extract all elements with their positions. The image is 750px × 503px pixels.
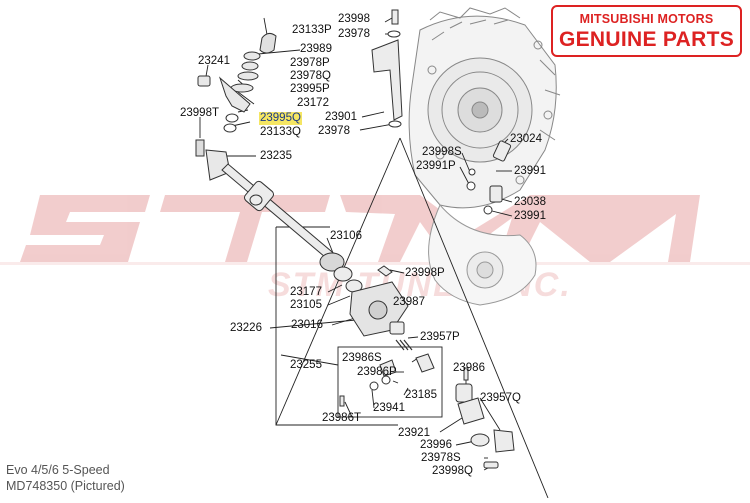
- stm-watermark: [0, 195, 750, 265]
- badge-title-line: GENUINE PARTS: [558, 28, 735, 51]
- part-label: 23986S: [342, 352, 382, 364]
- part-label: 23901: [325, 111, 357, 123]
- part-label: 23998Q: [432, 465, 473, 477]
- part-label: 23998: [338, 13, 370, 25]
- part-label: 23998T: [180, 107, 220, 119]
- part-label: 23016: [291, 319, 323, 331]
- part-label: 23995P: [290, 83, 330, 95]
- leader-lines: [199, 17, 549, 499]
- part-label: 23255: [290, 359, 322, 371]
- caption-model: Evo 4/5/6 5-Speed: [6, 463, 110, 477]
- part-label: 23989: [300, 43, 332, 55]
- backup-switch-parts: [466, 140, 512, 215]
- genuine-parts-badge: MITSUBISHI MOTORS GENUINE PARTS: [551, 5, 742, 57]
- part-label: 23921: [398, 427, 430, 439]
- part-label: 23998P: [405, 267, 445, 279]
- part-label: 23987: [393, 296, 425, 308]
- part-label: 23177: [290, 286, 322, 298]
- part-label: 23986: [453, 362, 485, 374]
- part-label: 23133P: [292, 24, 332, 36]
- part-label: 23978S: [421, 452, 461, 464]
- part-label: 23986P: [357, 366, 397, 378]
- transmission-case: [408, 7, 561, 209]
- part-label: 23978P: [290, 57, 330, 69]
- part-label: 23106: [330, 230, 362, 242]
- part-label: 23172: [297, 97, 329, 109]
- part-label: 23957P: [420, 331, 460, 343]
- part-label: 23226: [230, 322, 262, 334]
- part-label: 23024: [510, 133, 542, 145]
- bracket-23901: [371, 9, 403, 128]
- part-label: 23978: [338, 28, 370, 40]
- part-label: 23957Q: [480, 392, 521, 404]
- part-label: 23241: [198, 55, 230, 67]
- part-label: 23986T: [322, 412, 362, 424]
- part-label: 23105: [290, 299, 322, 311]
- part-label: 23998S: [422, 146, 462, 158]
- part-label-highlighted: 23995Q: [259, 112, 302, 125]
- caption-part-number: MD748350 (Pictured): [6, 479, 125, 493]
- part-label: 23978: [318, 125, 350, 137]
- part-label: 23991: [514, 165, 546, 177]
- lower-shifter-parts: [339, 265, 515, 469]
- shift-lever-assembly: [195, 32, 277, 181]
- part-label: 23996: [420, 439, 452, 451]
- part-label: 23133Q: [260, 126, 301, 138]
- part-label: 23941: [373, 402, 405, 414]
- part-label: 23991P: [416, 160, 456, 172]
- part-label: 23038: [514, 196, 546, 208]
- shift-rod: [221, 163, 409, 337]
- part-label: 23185: [405, 389, 437, 401]
- badge-brand-line: MITSUBISHI MOTORS: [579, 12, 714, 26]
- part-label: 23235: [260, 150, 292, 162]
- part-label: 23978Q: [290, 70, 331, 82]
- transmission-lower-case: [428, 204, 537, 306]
- part-label: 23991: [514, 210, 546, 222]
